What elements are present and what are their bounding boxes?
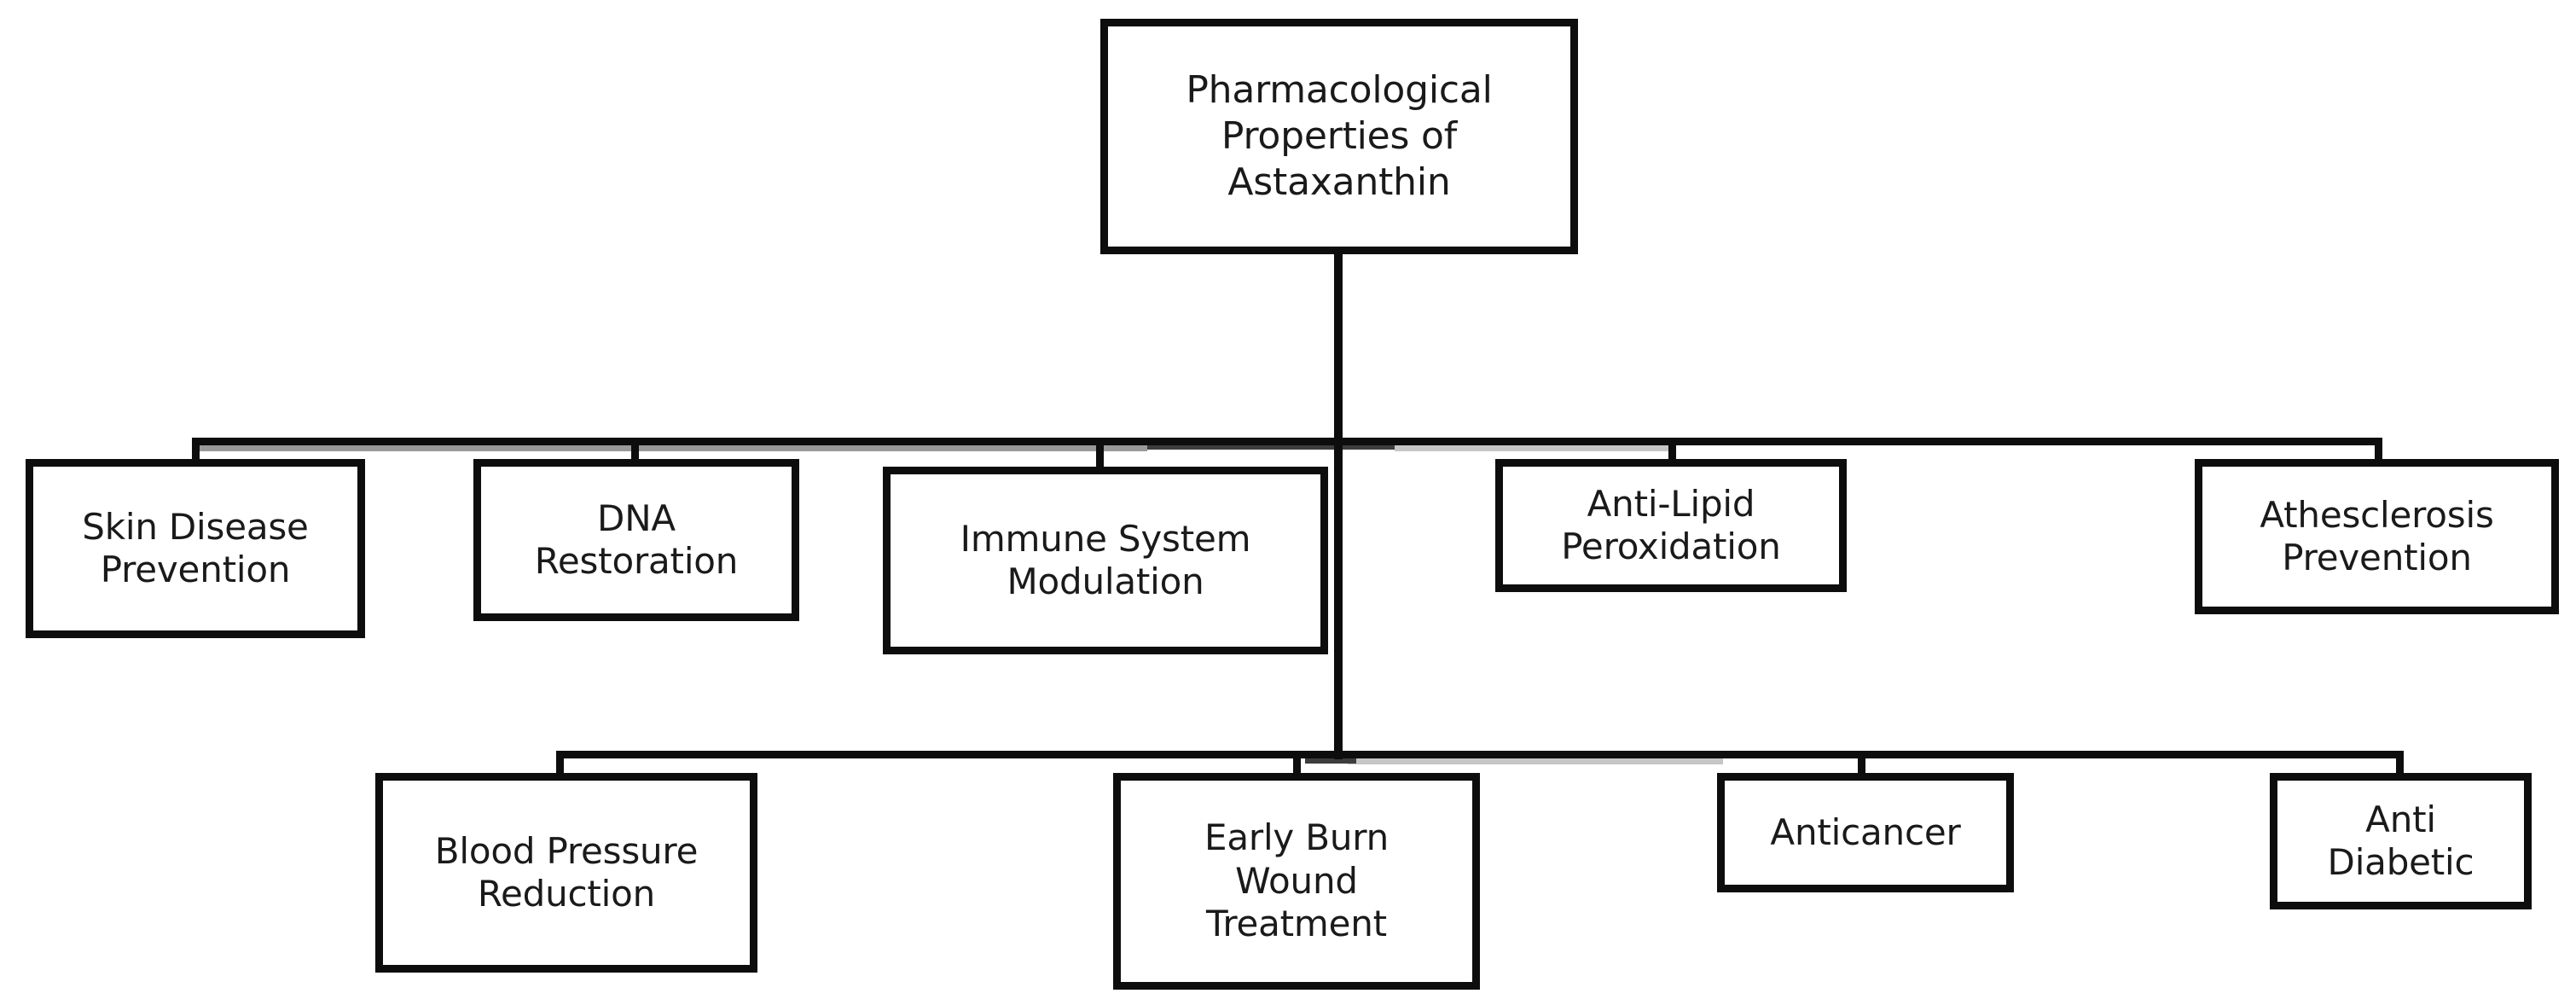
trunk-vertical-line (1334, 253, 1343, 759)
drop-line-skin-disease (192, 438, 200, 463)
node-anticancer[interactable]: Anticancer (1717, 773, 2014, 892)
drop-line-early-burn (1293, 751, 1301, 775)
node-athesclerosis-prevention[interactable]: Athesclerosis Prevention (2195, 459, 2559, 614)
node-dna-restoration[interactable]: DNA Restoration (473, 459, 799, 621)
lower-bus-shadow-right (1348, 758, 1723, 764)
node-immune-system-modulation[interactable]: Immune System Modulation (883, 467, 1328, 654)
upper-horizontal-bus (192, 438, 2382, 445)
node-early-burn-wound-treatment[interactable]: Early Burn Wound Treatment (1113, 773, 1480, 990)
upper-bus-shadow-left (192, 444, 1147, 451)
drop-line-immune-system (1096, 438, 1104, 470)
lower-horizontal-bus (556, 751, 2404, 758)
node-label: DNA Restoration (534, 497, 739, 582)
drop-line-dna-restoration (631, 438, 639, 463)
node-label: Immune System Modulation (960, 517, 1251, 602)
node-label: Athesclerosis Prevention (2260, 493, 2494, 578)
drop-line-athesclerosis (2375, 438, 2382, 463)
node-label: Pharmacological Properties of Astaxanthi… (1186, 68, 1493, 204)
lower-bus-shadow-mid (1305, 758, 1356, 764)
drop-line-anti-lipid (1668, 438, 1676, 463)
node-label: Blood Pressure Reduction (434, 829, 699, 915)
node-label: Anti Diabetic (2327, 798, 2474, 883)
node-label: Early Burn Wound Treatment (1204, 816, 1389, 945)
drop-line-anticancer (1858, 751, 1865, 775)
node-label: Anti-Lipid Peroxidation (1561, 482, 1781, 567)
drop-line-anti-diabetic (2396, 751, 2404, 775)
node-anti-diabetic[interactable]: Anti Diabetic (2270, 773, 2532, 909)
node-label: Anticancer (1770, 810, 1961, 853)
node-anti-lipid-peroxidation[interactable]: Anti-Lipid Peroxidation (1495, 459, 1847, 592)
upper-bus-shadow-right (1395, 444, 1676, 451)
drop-line-blood-pressure (556, 751, 564, 775)
node-skin-disease-prevention[interactable]: Skin Disease Prevention (26, 459, 365, 638)
node-label: Skin Disease Prevention (82, 505, 309, 590)
node-blood-pressure-reduction[interactable]: Blood Pressure Reduction (375, 773, 757, 973)
upper-bus-shadow-mid (1147, 443, 1395, 450)
node-root-pharmacological-properties[interactable]: Pharmacological Properties of Astaxanthi… (1100, 19, 1578, 254)
